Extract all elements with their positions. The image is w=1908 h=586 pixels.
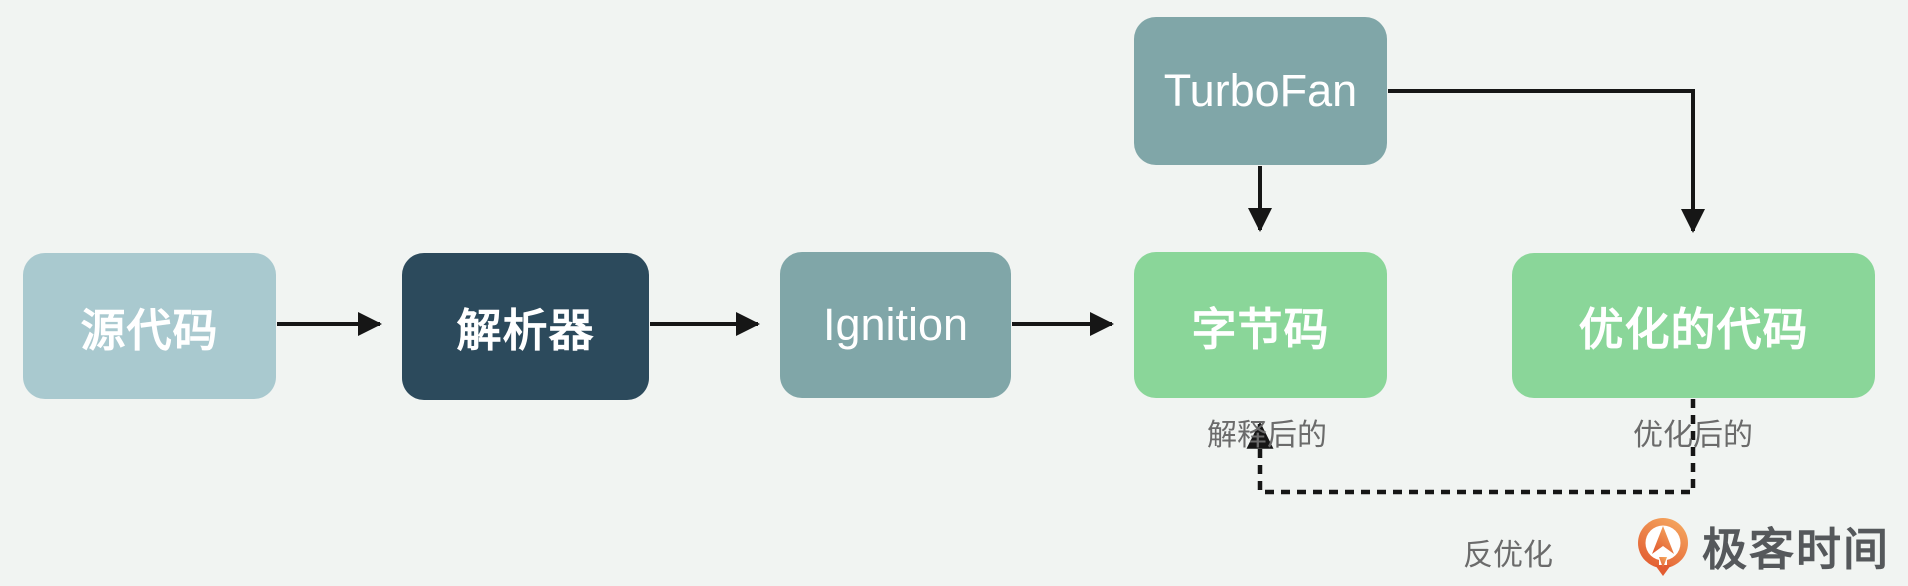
- node-ignition: Ignition: [780, 252, 1011, 398]
- node-source-code: 源代码: [23, 253, 276, 399]
- annotation-deoptimize: 反优化: [1463, 539, 1553, 572]
- edge-turbofan-to-optimized: [1388, 89, 1705, 233]
- geektime-logo: 极客时间: [1634, 513, 1890, 578]
- geektime-logo-icon: [1637, 517, 1688, 576]
- annotation-optimized: 优化后的: [1633, 419, 1753, 452]
- node-turbofan: TurboFan: [1134, 17, 1387, 165]
- node-parser: 解析器: [402, 253, 649, 400]
- annotation-interpreted: 解释后的: [1207, 419, 1327, 452]
- geektime-logo-text: 极客时间: [1701, 524, 1890, 575]
- node-bytecode: 字节码: [1134, 252, 1387, 398]
- node-optimized-code: 优化的代码: [1512, 253, 1875, 398]
- edge-deoptimization-dashed: [1246, 399, 1696, 495]
